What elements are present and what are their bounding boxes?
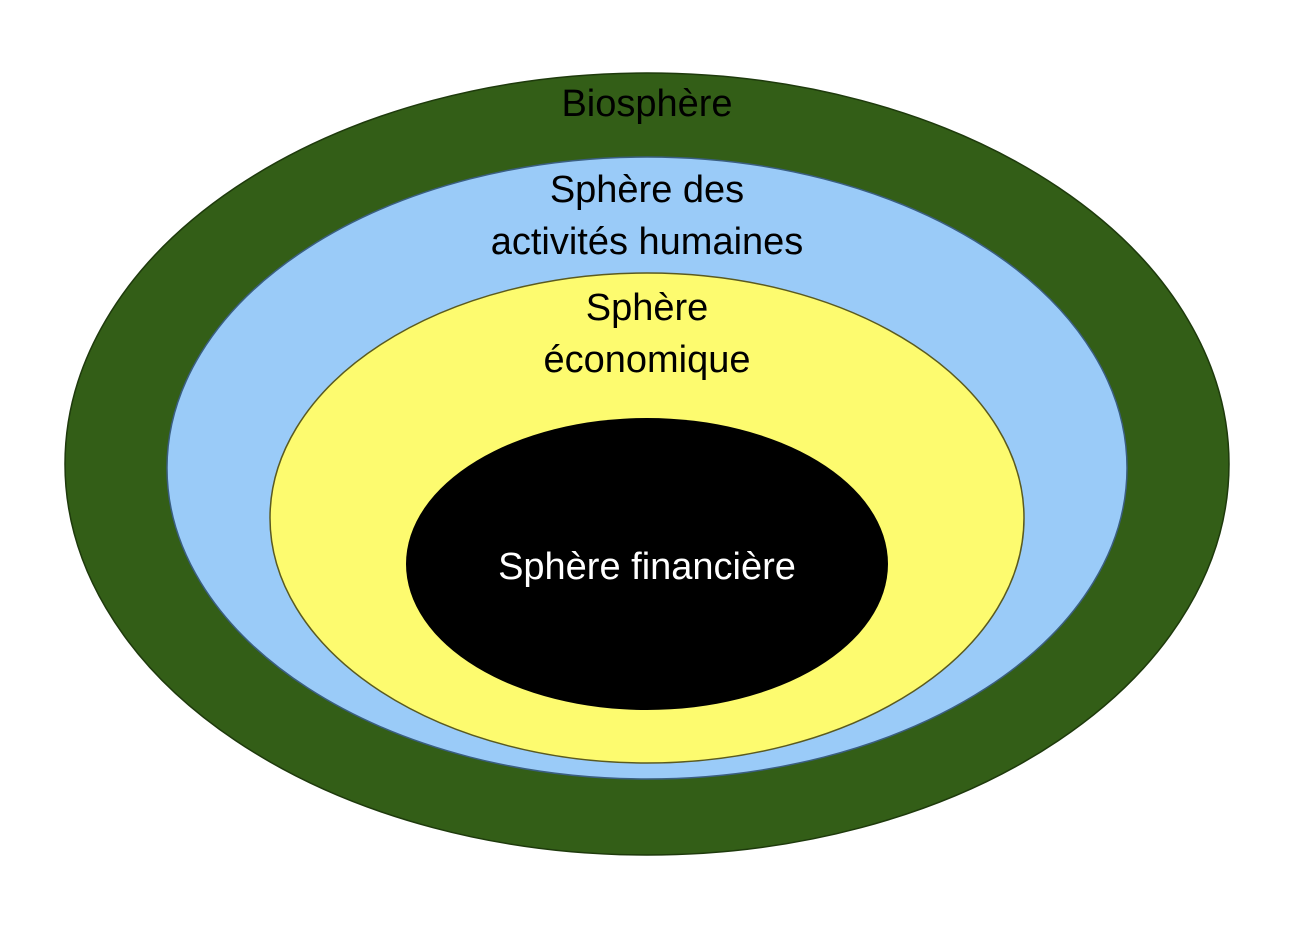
economic-label-line-1: Sphère	[586, 287, 709, 329]
human-activities-label-line-2: activités humaines	[491, 221, 804, 263]
financial-ellipse	[406, 418, 888, 710]
economic-label-line-2: économique	[543, 339, 750, 381]
biosphere-label: Biosphère	[561, 83, 732, 125]
financial-label: Sphère financière	[498, 546, 796, 588]
human-activities-label-line-1: Sphère des	[550, 169, 744, 211]
